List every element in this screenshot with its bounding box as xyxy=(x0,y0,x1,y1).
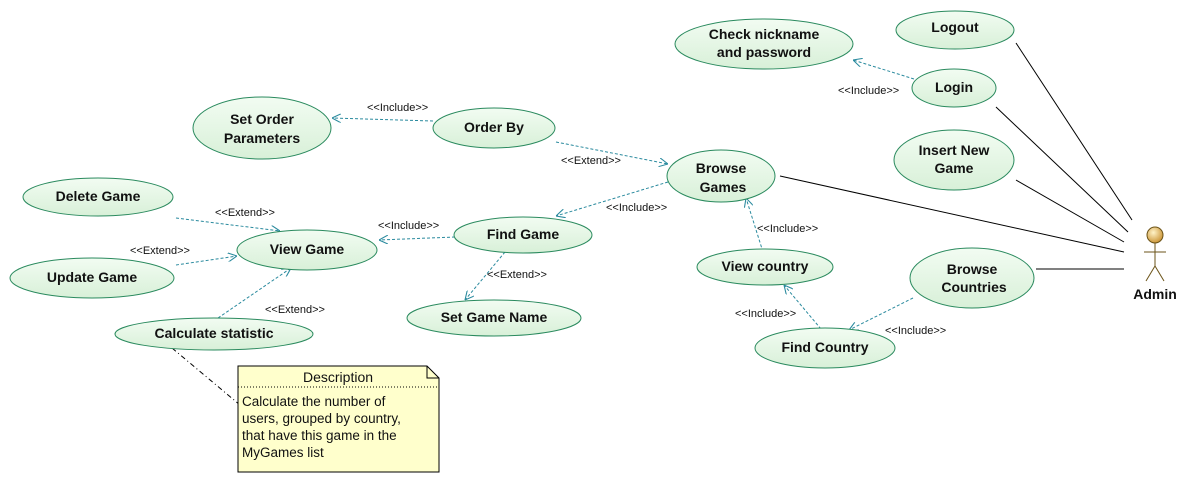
stick-figure-icon xyxy=(1144,226,1166,282)
use-case-label: Delete Game xyxy=(56,188,141,204)
label-include-findcountry: <<Include>> xyxy=(735,308,796,320)
include-browsecountries-findcountry[interactable] xyxy=(849,297,914,330)
extend-updategame-viewgame[interactable] xyxy=(175,256,237,266)
use-case-label-line: Browse xyxy=(696,160,747,176)
include-findcountry-viewcountry[interactable] xyxy=(784,285,822,330)
actor-admin[interactable]: Admin xyxy=(1133,226,1177,302)
use-case-label-line: Browse xyxy=(947,261,998,277)
description-note[interactable]: Description Calculate the number of user… xyxy=(237,365,440,473)
note-title: Description xyxy=(303,369,373,385)
use-case-label: Update Game xyxy=(47,269,137,285)
label-extend-update: <<Extend>> xyxy=(130,245,190,257)
include-findgame-viewgame[interactable] xyxy=(379,237,456,240)
use-case-label-line: and password xyxy=(717,44,811,60)
label-include-viewcountry: <<Include>> xyxy=(757,223,818,235)
use-case-update-game[interactable]: Update Game xyxy=(9,257,175,299)
use-case-view-game[interactable]: View Game xyxy=(236,229,378,271)
use-case-order-by[interactable]: Order By xyxy=(432,107,556,149)
use-case-browse-countries[interactable]: Browse Countries xyxy=(909,247,1035,309)
use-case-label-line: Check nickname xyxy=(709,26,820,42)
label-include-browsecountries: <<Include>> xyxy=(885,325,946,337)
use-case-label-line: Countries xyxy=(941,279,1007,295)
use-case-label: Set Game Name xyxy=(441,309,548,325)
include-browsegames-findgame[interactable] xyxy=(556,181,669,216)
stereotype-labels: <<Include>> <<Include>> <<Extend>> <<Inc… xyxy=(130,85,946,337)
extend-findgame-setgamename[interactable] xyxy=(465,251,506,300)
use-case-calculate-statistic[interactable]: Calculate statistic xyxy=(114,317,314,351)
use-case-label: Find Country xyxy=(781,339,868,355)
associations xyxy=(779,42,1133,270)
use-case-label: Order By xyxy=(464,119,524,135)
label-extend-delete: <<Extend>> xyxy=(215,207,275,219)
note-line: MyGames list xyxy=(242,445,324,460)
use-case-insert-new-game[interactable]: Insert New Game xyxy=(893,129,1015,191)
use-case-view-country[interactable]: View country xyxy=(696,248,834,286)
include-viewcountry-browsegames[interactable] xyxy=(746,198,764,253)
association-browse-games[interactable] xyxy=(779,175,1125,253)
note-connector xyxy=(171,347,241,406)
label-include-orderby: <<Include>> xyxy=(367,102,428,114)
use-case-delete-game[interactable]: Delete Game xyxy=(22,177,174,217)
note-line: users, grouped by country, xyxy=(242,411,401,426)
label-extend-setgamename: <<Extend>> xyxy=(487,269,547,281)
label-extend-orderby: <<Extend>> xyxy=(561,155,621,167)
use-case-label: Login xyxy=(935,79,973,95)
include-login-check[interactable] xyxy=(853,60,915,80)
note-line: Calculate the number of xyxy=(242,394,386,409)
use-case-browse-games[interactable]: Browse Games xyxy=(666,149,776,203)
extend-orderby-browsegames[interactable] xyxy=(555,141,668,164)
association-login[interactable] xyxy=(995,106,1129,233)
use-case-label-line: Game xyxy=(935,160,974,176)
extend-deletegame-viewgame[interactable] xyxy=(175,217,280,231)
use-case-label-line: Games xyxy=(700,179,747,195)
association-insert-new-game[interactable] xyxy=(1015,179,1125,243)
use-case-label: Calculate statistic xyxy=(154,325,273,341)
use-case-label: View country xyxy=(722,258,809,274)
label-include-browsegames: <<Include>> xyxy=(606,202,667,214)
use-case-set-game-name[interactable]: Set Game Name xyxy=(406,299,582,337)
label-extend-calc: <<Extend>> xyxy=(265,304,325,316)
association-logout[interactable] xyxy=(1015,42,1133,221)
use-case-label: Logout xyxy=(931,19,979,35)
label-include-findgame: <<Include>> xyxy=(378,220,439,232)
actor-label: Admin xyxy=(1133,286,1177,302)
use-case-label-line: Insert New xyxy=(919,142,990,158)
use-case-label: View Game xyxy=(270,241,345,257)
use-case-logout[interactable]: Logout xyxy=(895,10,1015,50)
use-case-label-line: Set Order xyxy=(230,111,294,127)
use-case-set-order-parameters[interactable]: Set Order Parameters xyxy=(192,96,332,160)
dependencies xyxy=(175,60,915,330)
use-case-login[interactable]: Login xyxy=(911,68,997,108)
label-include-login: <<Include>> xyxy=(838,85,899,97)
use-case-check-credentials[interactable]: Check nickname and password xyxy=(674,18,854,70)
use-case-label: Find Game xyxy=(487,226,560,242)
use-case-label-line: Parameters xyxy=(224,130,300,146)
note-line: that have this game in the xyxy=(242,428,397,443)
use-case-find-country[interactable]: Find Country xyxy=(754,327,896,369)
include-orderby-setorder[interactable] xyxy=(332,118,434,121)
use-case-find-game[interactable]: Find Game xyxy=(453,216,593,254)
